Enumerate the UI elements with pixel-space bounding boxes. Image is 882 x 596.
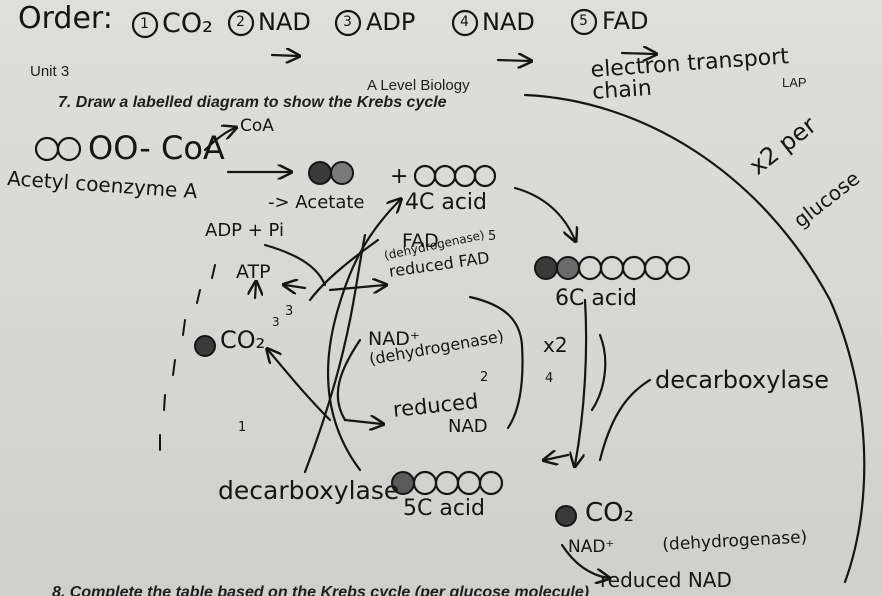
fad-label: FAD (402, 230, 439, 252)
plus-sign: + (390, 164, 409, 189)
header-step-num-5: 5 (579, 13, 588, 29)
fivec-circle-3 (434, 470, 460, 496)
question-7: 7. Draw a labelled diagram to show the K… (58, 94, 447, 111)
sixc-circle-7 (665, 255, 691, 281)
sixc-filled-circle-1 (534, 256, 558, 280)
decarboxylase-right-curve (598, 378, 652, 462)
big-loop-curve (523, 93, 866, 584)
atp-arrow (285, 285, 307, 288)
fourc-to-sixc-arrow (513, 186, 575, 240)
x2-loop-label: x2 (543, 333, 568, 357)
sixc-circle-4 (599, 255, 625, 281)
sixc-circle-3 (577, 255, 603, 281)
decarboxylase-right-label: decarboxylase (655, 366, 829, 394)
acetate-circle-2 (330, 161, 354, 185)
question-8-fragment: 8. Complete the table based on the Krebs… (52, 584, 590, 596)
coa-release-label: CoA (240, 116, 274, 136)
sixc-filled-circle-2 (556, 256, 580, 280)
atp-label: ATP (236, 261, 271, 283)
fourc-acid-label: 4C acid (405, 190, 488, 215)
reduced-nad-arrow (343, 420, 382, 424)
header-step-label-4: NAD (482, 8, 535, 36)
co2-left-label: CO₂ (220, 326, 266, 354)
fivec-circle-2 (412, 470, 438, 496)
header-step-circle-3 (334, 9, 362, 37)
fad-crossing-curve (308, 238, 380, 302)
fad-step-number: 5 (488, 229, 497, 244)
reduced-nad-label-2: NAD (448, 416, 488, 437)
step-4-number: 4 (545, 371, 554, 386)
atp-step-number: 3 (285, 304, 294, 319)
subject-label: A Level Biology (367, 77, 470, 94)
decarboxylase-left-label: decarboxylase (218, 476, 400, 505)
co2-left-arrow (268, 350, 332, 422)
middle-bracket (468, 295, 524, 430)
reduced-nad-bottom-label: reduced NAD (600, 568, 732, 592)
bottom-nad-curve (560, 543, 608, 578)
fivec-circle-5 (478, 470, 504, 496)
header-step-label-5: FAD (602, 7, 649, 35)
header-step-label-2: NAD (258, 8, 311, 36)
co2-right-label: CO₂ (585, 498, 635, 528)
header-step-circle-2 (227, 9, 255, 37)
header-step-num-2: 2 (236, 14, 245, 30)
unit-label: Unit 3 (30, 63, 70, 80)
sixc-circle-5 (621, 255, 647, 281)
co2-left-step-number: 3 (272, 315, 280, 329)
nad-plus-label: NAD⁺ (368, 328, 420, 350)
fourc-circle-2 (433, 164, 457, 188)
co2-left-circle (194, 335, 216, 357)
header-step-num-4: 4 (460, 14, 469, 30)
acetate-circle-1 (308, 161, 332, 185)
header-step-circle-1 (131, 11, 159, 39)
sixc-down-arrow (575, 298, 588, 465)
x2-bracket (590, 333, 607, 412)
acetyl-coa-formula: OO- CoA (88, 129, 225, 167)
fourc-circle-4 (473, 164, 497, 188)
step-1-number: 1 (238, 420, 247, 435)
acetyl-circle-2 (56, 136, 82, 162)
header-arrow-nad1 (270, 55, 298, 56)
acetyl-circle-1 (34, 136, 60, 162)
cycle-dashes (159, 264, 216, 451)
atp-up-arrow (255, 283, 256, 300)
cycle-left-main-curve (327, 200, 400, 472)
adp-to-atp-curve (263, 243, 327, 287)
adp-pi-label: ADP + Pi (205, 220, 285, 241)
sixc-circle-6 (643, 255, 669, 281)
cycle-cross-curve-1 (303, 233, 367, 474)
fivec-acid-label: 5C acid (403, 496, 486, 521)
header-step-label-3: ADP (366, 8, 416, 36)
co2-right-circle (555, 505, 577, 527)
lap-mark: LAP (782, 75, 807, 90)
header-arrow-nad2 (496, 60, 530, 61)
header-step-num-3: 3 (343, 14, 352, 30)
header-step-label-1: CO₂ (162, 8, 213, 39)
to-fivec-arrow (545, 455, 570, 460)
acetate-label: -> Acetate (268, 192, 365, 213)
fourc-circle-1 (413, 164, 437, 188)
sixc-acid-label: 6C acid (555, 286, 638, 311)
header-step-num-1: 1 (140, 16, 149, 32)
nad-curve (336, 338, 362, 422)
header-step-circle-5 (570, 8, 598, 36)
fourc-circle-3 (453, 164, 477, 188)
order-label: Order: (18, 1, 113, 36)
fivec-filled-circle (391, 471, 415, 495)
nad-plus-bottom-label: NAD⁺ (568, 537, 615, 557)
header-step-circle-4 (451, 9, 479, 37)
header-arrow-fad (620, 53, 655, 54)
reduced-fad-arrow (328, 285, 385, 290)
coa-release-arrow (203, 128, 235, 152)
fivec-circle-4 (456, 470, 482, 496)
nad-step-number: 2 (480, 370, 489, 385)
